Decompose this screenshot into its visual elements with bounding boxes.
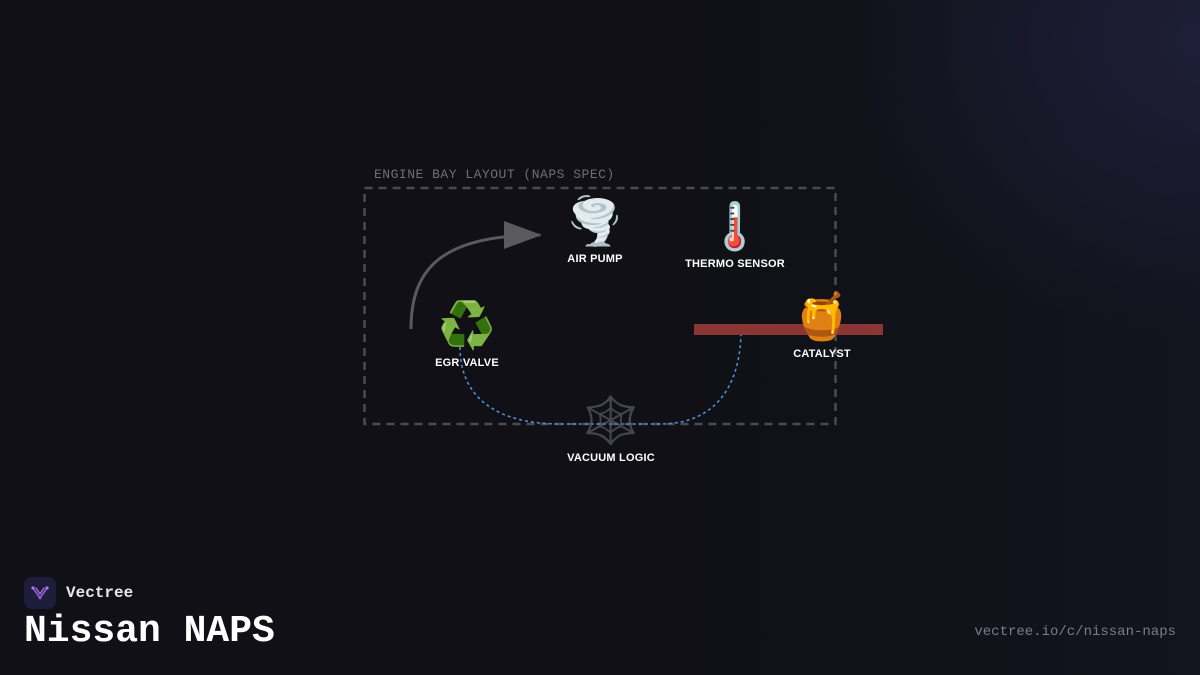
page-url[interactable]: vectree.io/c/nissan-naps [974,624,1176,640]
node-label: THERMO SENSOR [685,258,785,270]
recycle-icon: ♻️ [438,299,496,351]
node-label: VACUUM LOGIC [567,452,655,464]
vectree-logo-icon [24,577,56,609]
spider-web-icon: 🕸️ [582,394,640,446]
egr-to-airpump-arrow [409,221,542,330]
node-label: CATALYST [793,348,851,360]
brand[interactable]: Vectree [24,577,133,609]
node-label: AIR PUMP [567,253,623,265]
node-egr-valve[interactable]: ♻️ EGR VALVE [427,299,507,369]
node-thermo-sensor[interactable]: 🌡️ THERMO SENSOR [675,200,795,270]
brand-name: Vectree [66,584,134,602]
thermometer-icon: 🌡️ [706,200,764,252]
honey-pot-icon: 🍯 [793,290,851,342]
vacuum-line [459,329,742,425]
diagram-title: ENGINE BAY LAYOUT (NAPS SPEC) [374,167,615,182]
tornado-icon: 🌪️ [566,195,624,247]
node-catalyst[interactable]: 🍯 CATALYST [782,290,862,360]
node-vacuum-logic[interactable]: 🕸️ VACUUM LOGIC [561,394,661,464]
node-air-pump[interactable]: 🌪️ AIR PUMP [555,195,635,265]
page-title: Nissan NAPS [24,610,275,653]
node-label: EGR VALVE [435,357,499,369]
heat-bar [694,324,883,335]
engine-bay-frame [363,186,837,426]
